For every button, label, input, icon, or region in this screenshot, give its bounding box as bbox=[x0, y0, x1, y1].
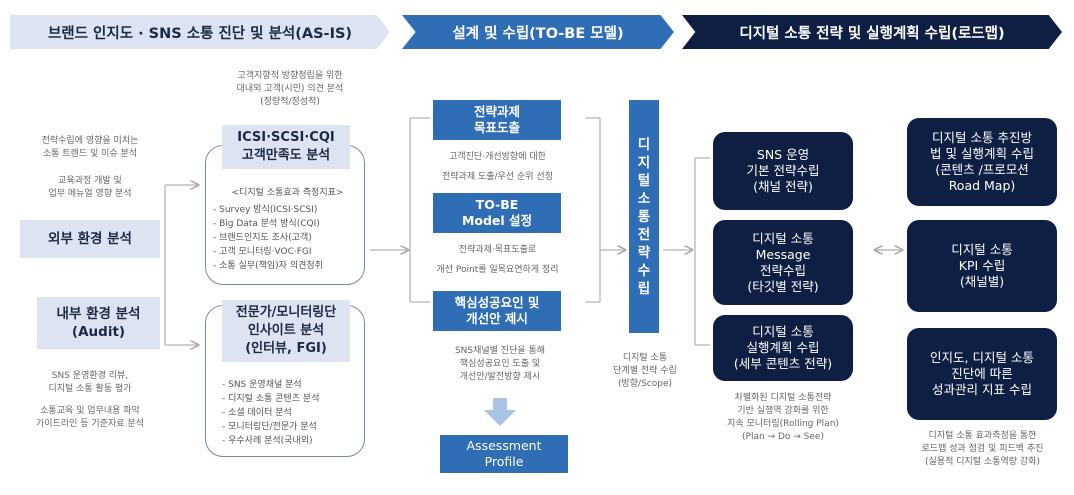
expert-items: - SNS 운영채널 분석 - 디지털 소통 콘텐츠 분석 - 소셜 데이터 분… bbox=[222, 378, 367, 448]
list-item: - 고객 모니터링·VOC·FGI bbox=[213, 247, 312, 257]
list-item: - 소셜 데이터 분석 bbox=[222, 408, 292, 418]
list-item: - 브랜드인지도 조사(고객) bbox=[213, 233, 312, 243]
list-item: - 우수사례 분석(국내외) bbox=[222, 436, 313, 446]
csi-subtitle: <디지털 소통효과 측정지표> bbox=[231, 188, 344, 198]
internal-analysis-box: 내부 환경 분석(Audit) bbox=[37, 297, 160, 349]
csi-items: - Survey 방식(ICSI·SCSI) - Big Data 분석 방식(… bbox=[213, 203, 368, 273]
list-item: - 모니터링단/전문가 분석 bbox=[222, 422, 317, 432]
list-item: - 소통 실무(책임)자 의견청취 bbox=[213, 261, 323, 271]
to-be-header: 설계 및 수립(TO-BE 모델) bbox=[402, 15, 674, 49]
list-item: - 디지털 소통 콘텐츠 분석 bbox=[222, 394, 320, 404]
list-item: - Big Data 분석 방식(CQI) bbox=[213, 219, 320, 229]
as-is-header: 브랜드 인지도 · SNS 소통 진단 및 분석(AS-IS) bbox=[10, 15, 390, 49]
list-item: - Survey 방식(ICSI·SCSI) bbox=[213, 205, 318, 215]
roadmap-header: 디지털 소통 전략 및 실행계획 수립(로드맵) bbox=[682, 15, 1062, 49]
list-item: - SNS 운영채널 분석 bbox=[222, 380, 302, 390]
external-analysis-box: 외부 환경 분석 bbox=[20, 220, 160, 258]
note-sns: SNS 운영환경 리뷰,디지털 소통 활동 평가 bbox=[48, 371, 132, 394]
down-arrow-icon bbox=[484, 398, 516, 426]
